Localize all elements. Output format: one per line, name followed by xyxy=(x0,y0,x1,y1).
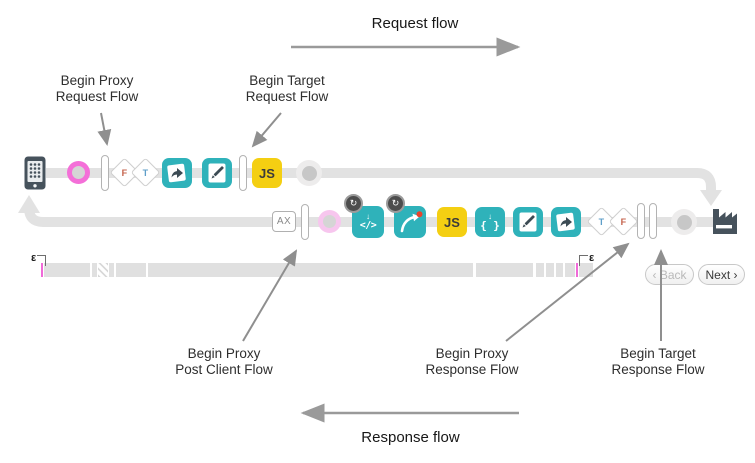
braces-extract-icon: ↓ { } xyxy=(480,211,500,232)
next-button-label: Next › xyxy=(705,267,738,282)
callout-begin-target-request-flow: Begin Target Request Flow xyxy=(228,73,346,105)
response-endpoint-dot[interactable] xyxy=(671,209,697,235)
condition-letter: F xyxy=(121,167,128,178)
request-endpoint-dot[interactable] xyxy=(296,160,322,186)
endpoint-dot-core xyxy=(301,165,317,181)
code-extract-icon: ↓ </> xyxy=(359,211,377,232)
request-flow-title: Request flow xyxy=(371,15,459,32)
down-arrow-icon: ↓ xyxy=(488,211,492,221)
request-track xyxy=(46,168,716,191)
code-glyph: </> xyxy=(359,219,377,231)
callout-policy-step[interactable] xyxy=(162,158,192,188)
callout-line: Begin Proxy xyxy=(60,73,134,88)
share-arrow-icon xyxy=(167,163,186,183)
response-flow-title: Response flow xyxy=(361,429,460,446)
target-backend-factory-icon[interactable] xyxy=(710,202,740,234)
post-client-start-circle[interactable] xyxy=(318,210,341,233)
begin-proxy-post-client-marker[interactable] xyxy=(301,204,309,240)
timeline-segment[interactable] xyxy=(92,263,97,277)
refresh-glyph: ↻ xyxy=(349,198,358,208)
share-arrow-icon xyxy=(556,212,575,232)
javascript-policy-step[interactable]: JS xyxy=(252,158,282,188)
back-button[interactable]: ‹ Back xyxy=(645,264,694,285)
assign-message-policy-step[interactable] xyxy=(513,207,543,237)
timeline-segment[interactable] xyxy=(476,263,533,277)
condition-letter: T xyxy=(598,216,605,227)
mobile-client-icon[interactable] xyxy=(24,156,46,190)
timeline-end-tick xyxy=(576,263,578,277)
callout-begin-proxy-request-flow: Begin Proxy Request Flow xyxy=(38,73,156,105)
callout-begin-proxy-response-flow: Begin Proxy Response Flow xyxy=(398,346,546,378)
ax-label: AX xyxy=(276,216,292,227)
timeline-segment[interactable] xyxy=(44,263,90,277)
refresh-glyph: ↻ xyxy=(391,198,400,208)
timeline-segment[interactable] xyxy=(546,263,554,277)
timeline-segment[interactable] xyxy=(556,263,563,277)
javascript-policy-step[interactable]: JS xyxy=(437,207,467,237)
down-arrow-icon: ↓ xyxy=(366,211,370,221)
condition-letter: F xyxy=(620,216,627,227)
callout-line: Response Flow xyxy=(611,362,705,377)
loop-refresh-badge-icon: ↻ xyxy=(344,194,363,213)
begin-target-request-marker[interactable] xyxy=(239,155,247,191)
timeline-segment[interactable] xyxy=(536,263,544,277)
next-button[interactable]: Next › xyxy=(698,264,745,285)
pencil-icon xyxy=(519,212,537,232)
callout-line: Request Flow xyxy=(245,89,329,104)
epsilon-bracket xyxy=(579,255,588,266)
js-label: JS xyxy=(259,165,275,181)
assign-message-policy-step[interactable] xyxy=(202,158,232,188)
epsilon-glyph: ε xyxy=(589,252,595,264)
callout-line: Post Client Flow xyxy=(175,362,273,377)
proxy-request-start-circle[interactable] xyxy=(67,161,90,184)
callout-line: Begin Proxy xyxy=(187,346,261,361)
analytics-ax-badge[interactable]: AX xyxy=(272,211,296,232)
callout-policy-step[interactable] xyxy=(551,207,581,237)
callout-line: Begin Target xyxy=(249,73,325,88)
pencil-icon xyxy=(208,163,226,183)
timeline-segment-hatched[interactable] xyxy=(98,263,108,277)
curved-arrow-icon xyxy=(400,211,423,233)
epsilon-glyph: ε xyxy=(31,252,37,264)
timeline-segment[interactable] xyxy=(565,263,575,277)
condition-letter: T xyxy=(142,167,149,178)
epsilon-bracket xyxy=(37,255,47,266)
begin-target-response-marker[interactable] xyxy=(649,203,657,239)
callout-line: Response Flow xyxy=(425,362,519,377)
timeline-segment[interactable] xyxy=(148,263,473,277)
callout-begin-proxy-post-client-flow: Begin Proxy Post Client Flow xyxy=(152,346,296,378)
callout-line: Begin Target xyxy=(620,346,696,361)
callout-line: Request Flow xyxy=(55,89,139,104)
js-label: JS xyxy=(444,214,460,230)
braces-glyph: { } xyxy=(480,218,500,232)
begin-proxy-response-marker[interactable] xyxy=(637,203,645,239)
begin-proxy-request-marker[interactable] xyxy=(101,155,109,191)
callout-begin-target-response-flow: Begin Target Response Flow xyxy=(584,346,732,378)
loop-refresh-badge-icon: ↻ xyxy=(386,194,405,213)
latency-epsilon-marker-left: ε xyxy=(31,252,47,266)
back-button-label: ‹ Back xyxy=(652,267,687,282)
endpoint-dot-core xyxy=(676,214,692,230)
latency-epsilon-marker-right: ε xyxy=(579,252,594,266)
timeline-segment[interactable] xyxy=(116,263,146,277)
timeline-segment[interactable] xyxy=(109,263,114,277)
request-track-arrowhead-icon xyxy=(700,190,722,206)
timeline-start-tick xyxy=(41,263,43,277)
json-extract-policy-step[interactable]: ↓ { } xyxy=(475,207,505,237)
callout-line: Begin Proxy xyxy=(435,346,509,361)
timeline-scrubber[interactable] xyxy=(0,263,755,277)
response-track-arrowhead-icon xyxy=(18,195,40,213)
